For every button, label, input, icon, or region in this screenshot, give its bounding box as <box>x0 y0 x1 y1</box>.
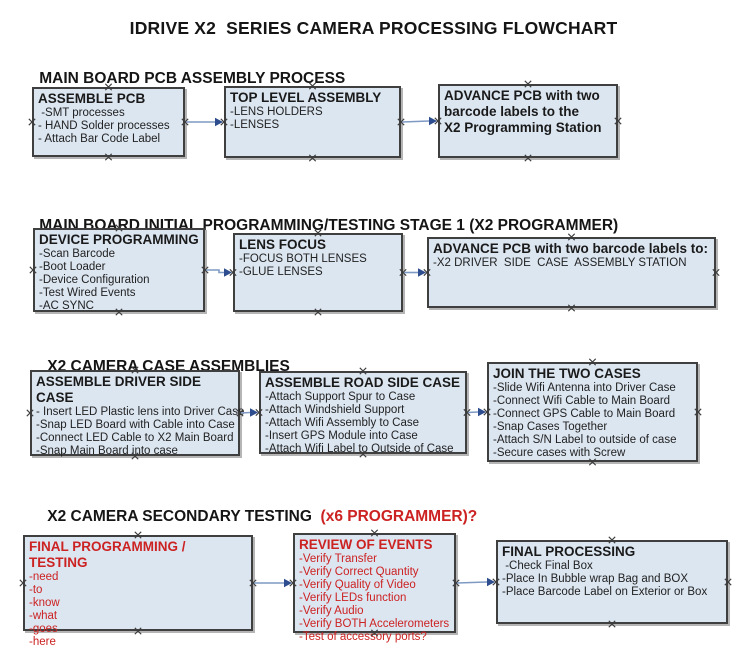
box-item: -Check Final Box <box>502 560 593 572</box>
flow-box-review-of-events: REVIEW OF EVENTS -Verify Transfer -Verif… <box>293 533 456 643</box>
box-item: -Test Wired Events <box>39 287 136 299</box>
box-item: -Connect Wifi Cable to Main Board <box>493 395 671 407</box>
box-item: -Attach Windshield Support <box>265 404 405 416</box>
flow-box-final-processing: FINAL PROCESSING -Check Final Box -Place… <box>496 540 728 624</box>
box-item: -to <box>29 584 43 596</box>
box-title: ASSEMBLE ROAD SIDE CASE <box>265 375 461 390</box>
box-item: -Verify Audio <box>299 605 364 617</box>
box-title: TOP LEVEL ASSEMBLY <box>230 90 382 105</box>
box-item: -Snap Cases Together <box>493 421 608 433</box>
section-heading-pcb-assembly: MAIN BOARD PCB ASSEMBLY PROCESS <box>22 52 345 106</box>
box-item: -Connect LED Cable to X2 Main Board <box>36 432 234 444</box>
box-item: -AC SYNC <box>39 300 94 312</box>
section-heading-red-text: (x6 PROGRAMMER)? <box>311 508 478 525</box>
box-item: -Verify Quality of Video <box>299 579 416 591</box>
flow-box-assemble-pcb: ASSEMBLE PCB -SMT processes - HAND Solde… <box>32 87 185 157</box>
box-item: -Snap Main Board into case <box>36 445 178 457</box>
box-item: -Slide Wifi Antenna into Driver Case <box>493 382 676 394</box>
box-item: -SMT processes <box>38 107 125 119</box>
box-item: -what <box>29 610 58 622</box>
box-title: DEVICE PROGRAMMING <box>39 232 199 247</box>
flow-box-final-programming-testing: FINAL PROGRAMMING / TESTING -need -to -k… <box>23 535 253 648</box>
box-item: - Attach Bar Code Label <box>38 133 161 145</box>
box-item: -Attach Wifi Label to Outside of Case <box>265 443 454 455</box>
box-item: -Test of accessory ports? <box>299 631 427 643</box>
box-item: -GLUE LENSES <box>239 266 323 278</box>
box-item: -here <box>29 636 56 648</box>
box-title: ADVANCE PCB with two barcode labels to: <box>433 241 709 256</box>
box-title: ADVANCE PCB with two barcode labels to t… <box>444 88 602 135</box>
flow-box-top-level-assembly: TOP LEVEL ASSEMBLY -LENS HOLDERS -LENSES <box>224 86 401 158</box>
box-item: -Connect GPS Cable to Main Board <box>493 408 676 420</box>
box-title: ASSEMBLE PCB <box>38 91 146 106</box>
box-item: -LENSES <box>230 119 280 131</box>
box-item: -Verify LEDs function <box>299 592 407 604</box>
flow-box-assemble-road-side-case: ASSEMBLE ROAD SIDE CASE -Attach Support … <box>259 371 467 455</box>
box-item: -Verify Transfer <box>299 553 377 565</box>
flow-box-advance-pcb-programming-station: ADVANCE PCB with two barcode labels to t… <box>438 84 618 158</box>
box-item: -goes <box>29 623 58 635</box>
box-item: -Verify Correct Quantity <box>299 566 419 578</box>
flow-box-join-the-two-cases: JOIN THE TWO CASES -Slide Wifi Antenna i… <box>487 362 698 462</box>
box-item: -FOCUS BOTH LENSES <box>239 253 367 265</box>
box-item: -Insert GPS Module into Case <box>265 430 418 442</box>
flow-box-advance-pcb-driver-side: ADVANCE PCB with two barcode labels to: … <box>427 237 716 308</box>
box-item: -need <box>29 571 59 583</box>
section-heading-secondary-testing: X2 CAMERA SECONDARY TESTING (x6 PROGRAMM… <box>30 490 477 544</box>
box-item: -Device Configuration <box>39 274 150 286</box>
box-item: - HAND Solder processes <box>38 120 170 132</box>
box-item: -Snap LED Board with Cable into Case <box>36 419 235 431</box>
flow-box-lens-focus: LENS FOCUS -FOCUS BOTH LENSES -GLUE LENS… <box>233 233 403 312</box>
box-item: -know <box>29 597 60 609</box>
box-item: -Place In Bubble wrap Bag and BOX <box>502 573 689 585</box>
box-item: - Insert LED Plastic lens into Driver Ca… <box>36 406 245 418</box>
box-item: -Scan Barcode <box>39 248 116 260</box>
section-heading-text: MAIN BOARD PCB ASSEMBLY PROCESS <box>39 70 346 87</box>
box-item: -Verify BOTH Accelerometers <box>299 618 450 630</box>
box-item: -Secure cases with Screw <box>493 447 626 459</box>
box-title: JOIN THE TWO CASES <box>493 366 641 381</box>
box-title: FINAL PROGRAMMING / TESTING <box>29 539 186 570</box>
page-title: IDRIVE X2 SERIES CAMERA PROCESSING FLOWC… <box>129 18 618 38</box>
box-item: -Boot Loader <box>39 261 106 273</box>
box-item: -Attach Support Spur to Case <box>265 391 416 403</box>
box-item: -Attach Wifi Assembly to Case <box>265 417 420 429</box>
flow-box-assemble-driver-side-case: ASSEMBLE DRIVER SIDE CASE - Insert LED P… <box>30 370 245 457</box>
box-title: REVIEW OF EVENTS <box>299 537 433 552</box>
box-item: -LENS HOLDERS <box>230 106 323 118</box>
box-title: LENS FOCUS <box>239 237 327 252</box>
box-title: FINAL PROCESSING <box>502 544 636 559</box>
box-item: -Place Barcode Label on Exterior or Box <box>502 586 708 598</box>
box-item: -Attach S/N Label to outside of case <box>493 434 677 446</box>
box-title: ASSEMBLE DRIVER SIDE CASE <box>36 374 202 405</box>
section-heading-text: X2 CAMERA SECONDARY TESTING <box>47 508 312 525</box>
flow-box-device-programming: DEVICE PROGRAMMING -Scan Barcode -Boot L… <box>33 228 205 312</box>
box-item: -X2 DRIVER SIDE CASE ASSEMBLY STATION <box>433 257 687 269</box>
